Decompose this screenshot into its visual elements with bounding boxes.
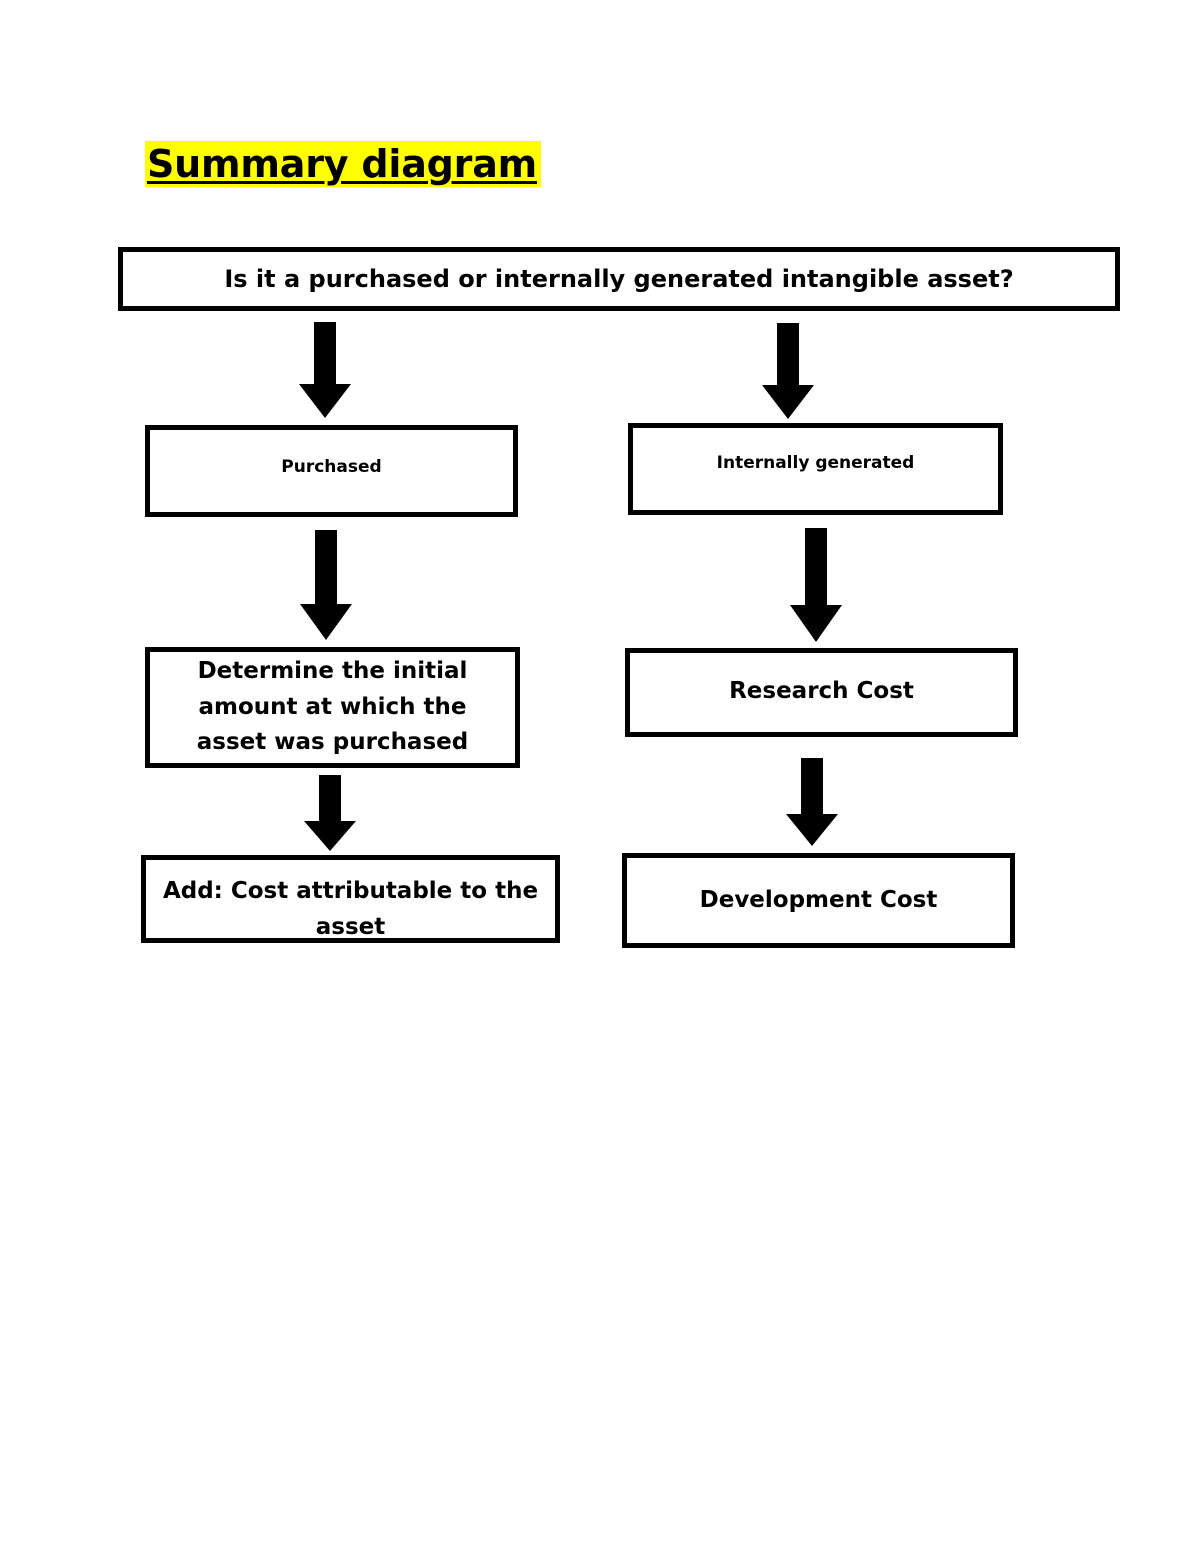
- flowchart-node-determine-amount-label: Determine the initial amount at which th…: [196, 658, 469, 756]
- flowchart-node-question-label: Is it a purchased or internally generate…: [224, 264, 1014, 293]
- down-block-arrow-icon: [786, 758, 838, 846]
- down-block-arrow-icon: [300, 530, 352, 640]
- down-block-arrow-icon: [299, 322, 351, 418]
- flowchart-node-research-cost: Research Cost: [625, 648, 1018, 737]
- flowchart-node-research-cost-label: Research Cost: [729, 678, 914, 704]
- flowchart-node-development-cost-label: Development Cost: [699, 887, 938, 913]
- down-block-arrow-icon: [304, 775, 356, 851]
- flowchart-node-add-cost: Add: Cost attributable to the asset: [141, 855, 560, 943]
- down-block-arrow-icon: [762, 323, 814, 419]
- flowchart-node-development-cost: Development Cost: [622, 853, 1015, 948]
- flowchart-node-question: Is it a purchased or internally generate…: [118, 247, 1120, 311]
- flowchart-node-purchased: Purchased: [145, 425, 518, 517]
- page-title: Summary diagram: [145, 141, 542, 187]
- flowchart-node-determine-amount: Determine the initial amount at which th…: [145, 647, 520, 768]
- flowchart-node-purchased-label: Purchased: [281, 457, 382, 477]
- flowchart-node-internally-generated: Internally generated: [628, 423, 1003, 515]
- flowchart-node-add-cost-label: Add: Cost attributable to the asset: [162, 878, 539, 940]
- down-block-arrow-icon: [790, 528, 842, 642]
- flowchart-node-internally-generated-label: Internally generated: [716, 453, 915, 473]
